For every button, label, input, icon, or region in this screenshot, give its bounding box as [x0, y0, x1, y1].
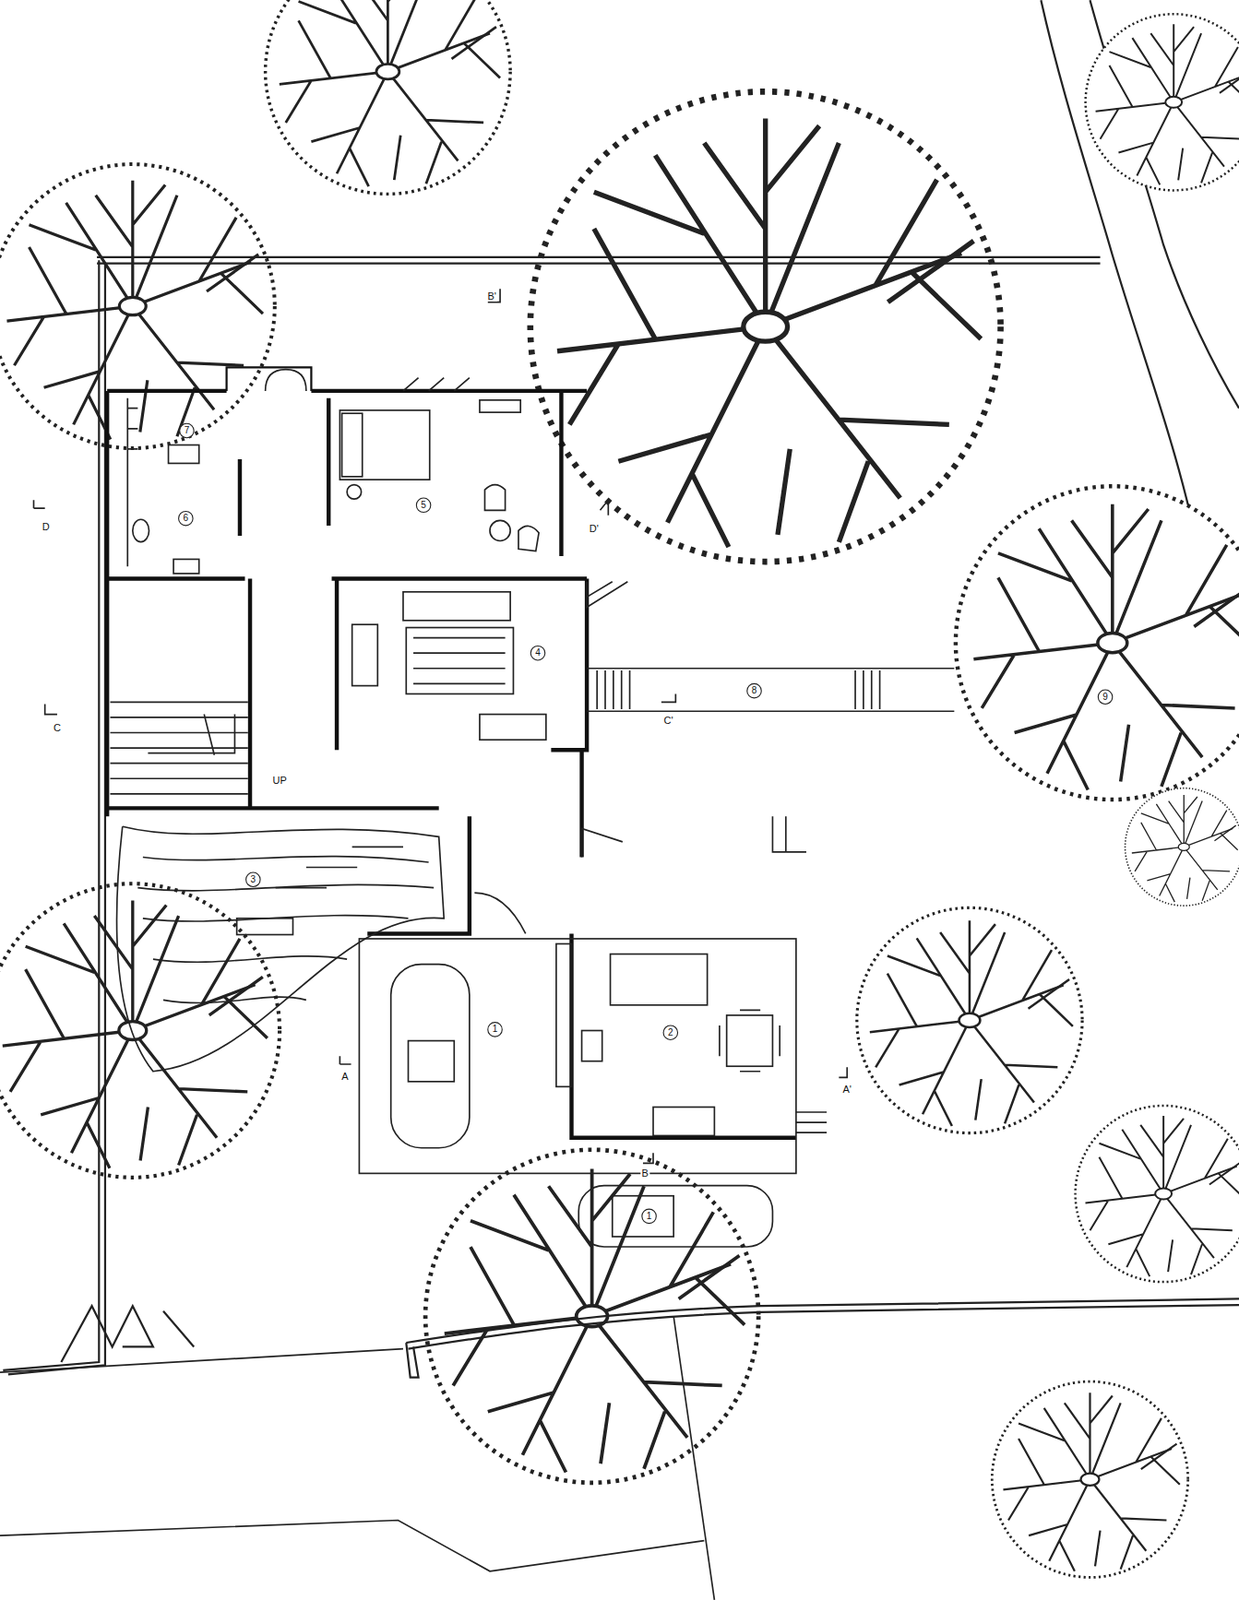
callout-number: 7 [183, 425, 191, 437]
callout-number: 8 [750, 685, 759, 697]
section-marker: A [340, 1071, 349, 1083]
callout-number: 3 [250, 874, 258, 886]
section-marker: B' [486, 290, 497, 302]
section-marker: C [52, 722, 62, 734]
callout-number: 1 [645, 1211, 654, 1223]
section-marker: B [640, 1167, 649, 1180]
callout-number: 2 [667, 1027, 675, 1039]
callout-number: 5 [419, 500, 428, 512]
section-marker: D [41, 521, 51, 533]
section-marker: C' [663, 714, 675, 727]
section-marker: A' [841, 1084, 852, 1096]
callout-number: 9 [1101, 691, 1109, 703]
callout-number: 4 [534, 647, 542, 659]
callout-number: 1 [491, 1024, 500, 1036]
section-marker: D' [588, 523, 600, 535]
section-marker: UP [271, 774, 287, 787]
callout-number: 6 [182, 512, 191, 525]
